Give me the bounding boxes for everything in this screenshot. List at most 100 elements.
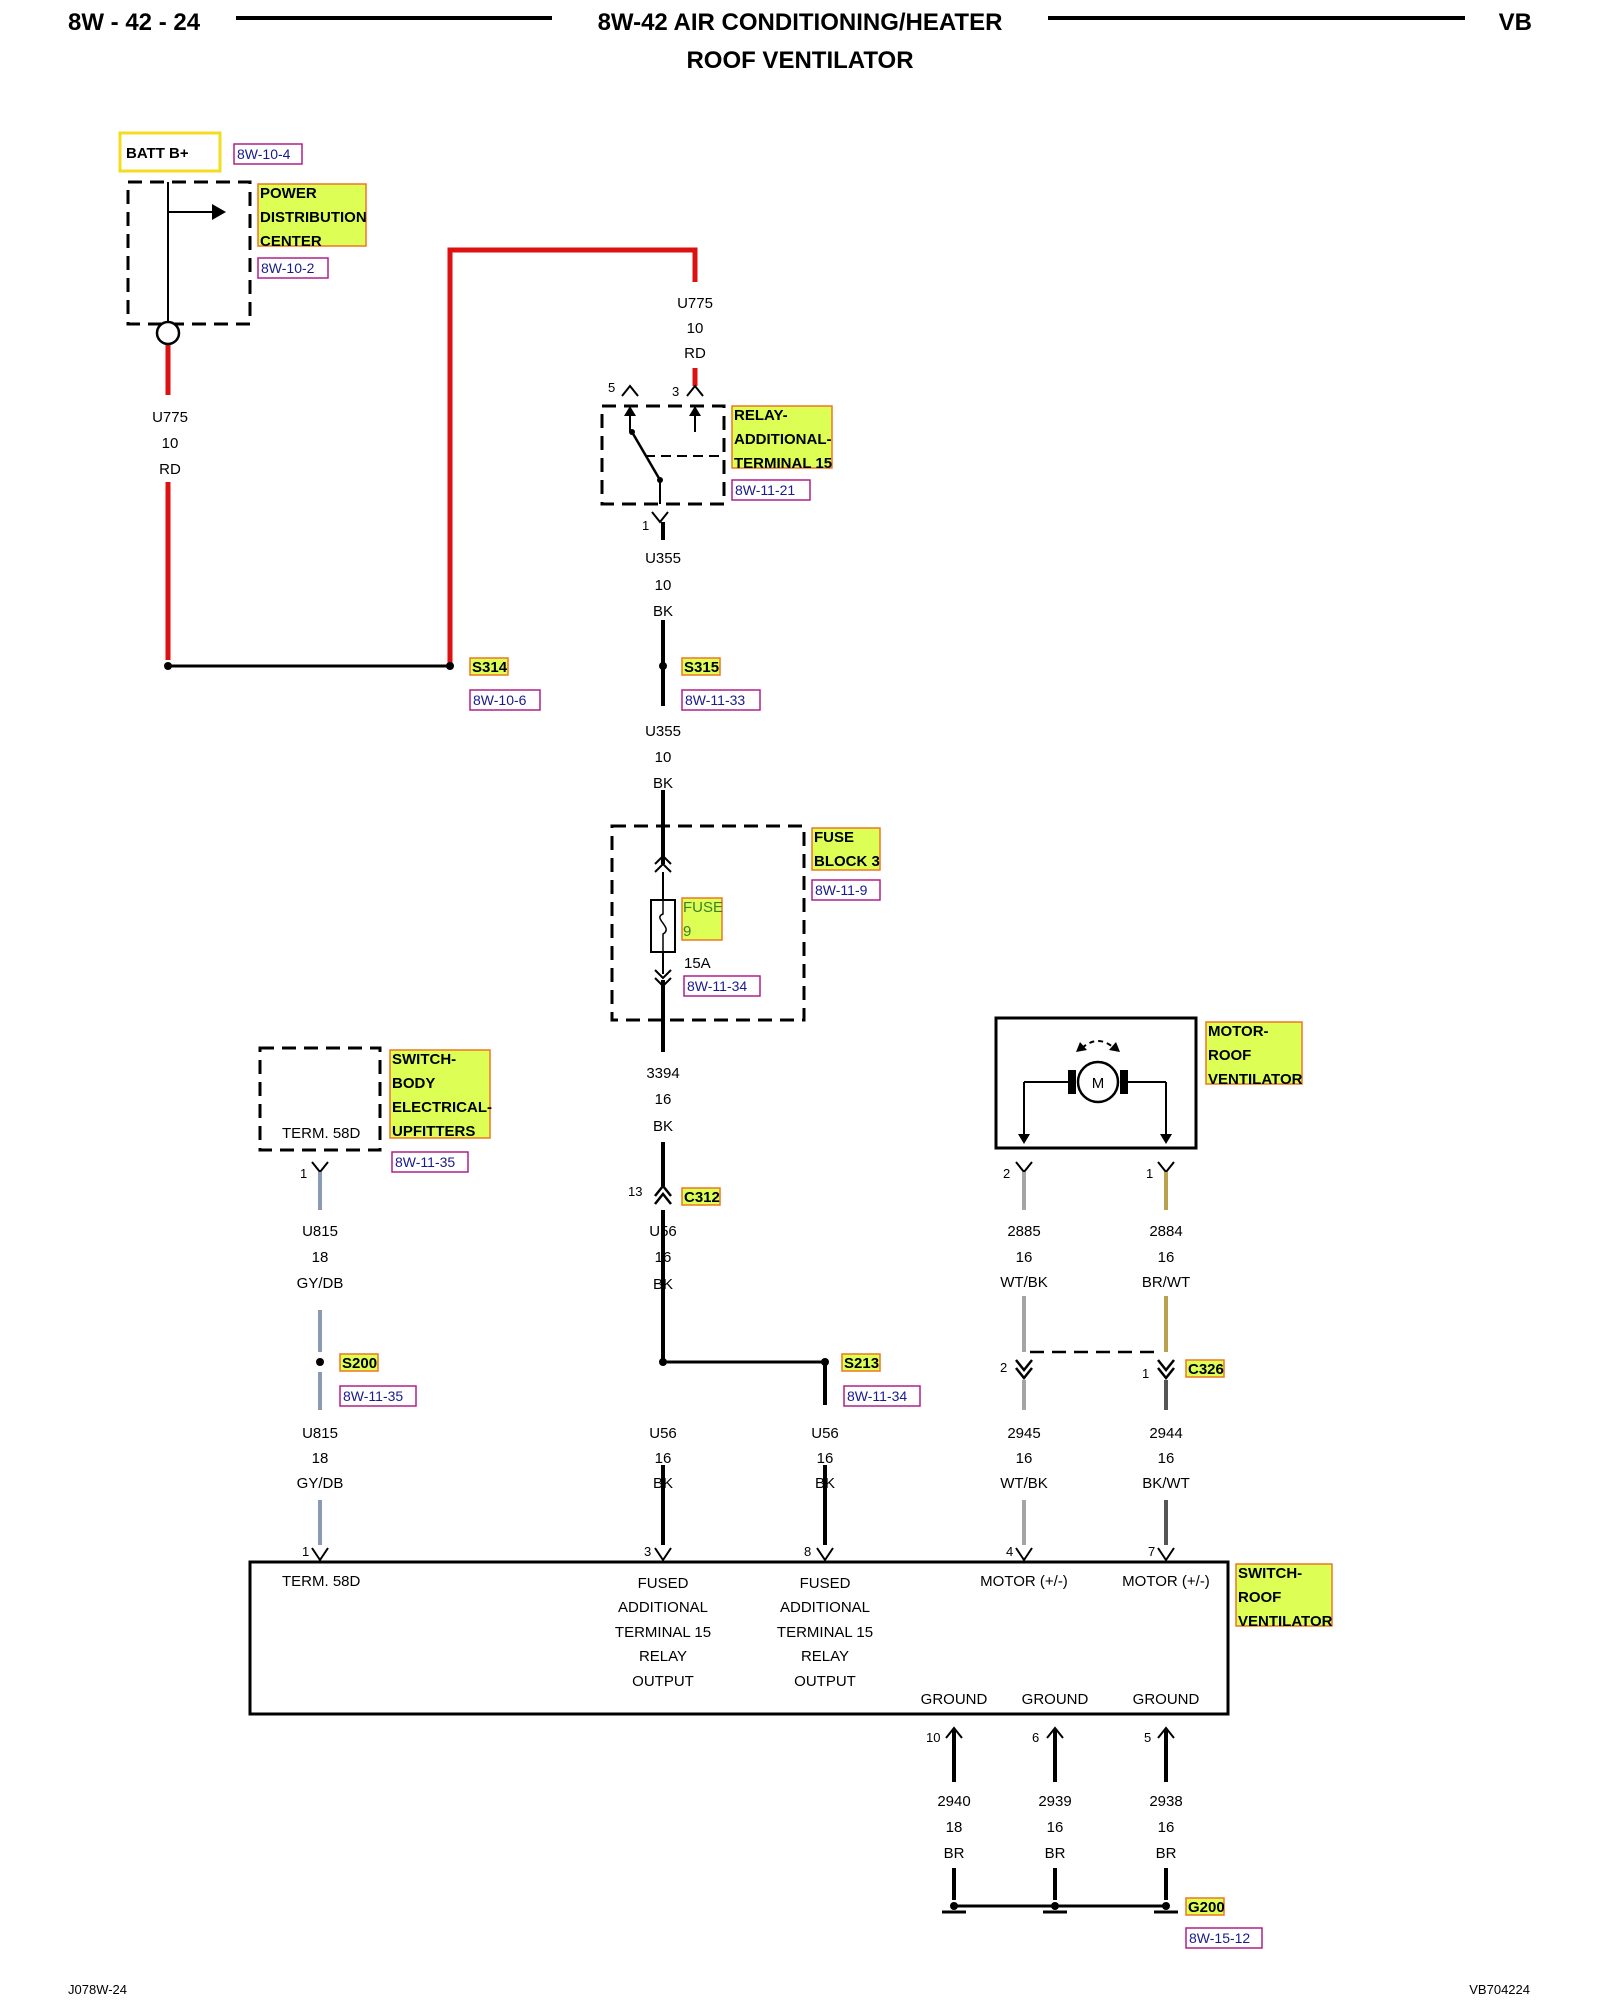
g200-ref-box[interactable]: [1185, 1927, 1263, 1949]
motor-rotation-arrow-left-icon: [1076, 1042, 1087, 1052]
c326-pin2: 2: [1000, 1360, 1007, 1375]
fuse-block-ref-box[interactable]: [811, 879, 881, 901]
roof-switch-fused-output-a: FUSED ADDITIONAL TERMINAL 15 RELAY OUTPU…: [615, 1575, 711, 1690]
batt-ref[interactable]: 8W-10-4: [237, 146, 291, 162]
roof-switch-pin7-icon: [1157, 1547, 1175, 1562]
wire-2944-gauge: 16: [1158, 1450, 1175, 1467]
s213-ref-box[interactable]: [843, 1385, 921, 1407]
wire-2944-circuit: 2944: [1149, 1425, 1182, 1442]
wire-label-fuse-out: 3394 16 BK: [646, 1065, 679, 1135]
batt-label: BATT B+: [126, 145, 189, 162]
splice-s315: S315 8W-11-33: [659, 657, 761, 711]
upfitter-label-box: [389, 1049, 491, 1139]
c326-pin1: 1: [1142, 1366, 1149, 1381]
batt-b-plus: BATT B+ 8W-10-4: [118, 131, 303, 173]
relay-pin5-arrow-icon: [624, 406, 636, 416]
upfitter-term-label: TERM. 58D: [282, 1125, 361, 1142]
s314-node-left: [164, 662, 172, 670]
pdc-label-2: DISTRIBUTION: [260, 209, 367, 226]
roof-switch-pin7: 7: [1148, 1544, 1155, 1559]
pdc-terminal-icon: [155, 320, 181, 346]
s200-ref-box[interactable]: [339, 1385, 417, 1407]
roof-switch-motor-a: MOTOR (+/-): [980, 1573, 1068, 1590]
wire-label-2885: 2885 16 WT/BK: [1000, 1223, 1048, 1291]
s314-ref[interactable]: 8W-10-6: [473, 692, 527, 708]
batt-box: [118, 131, 222, 173]
fused-a-line-1: FUSED: [638, 1575, 689, 1592]
relay-label-3: TERMINAL 15: [734, 455, 832, 472]
upfitter-label-2: BODY: [392, 1075, 435, 1092]
s314-node-right: [446, 662, 454, 670]
g200-ref[interactable]: 8W-15-12: [1189, 1930, 1250, 1946]
wire-s314-relay: [447, 247, 698, 663]
wire-fuse-out-color: BK: [653, 1118, 673, 1135]
s315-ref[interactable]: 8W-11-33: [685, 692, 745, 708]
s200-ref[interactable]: 8W-11-35: [343, 1388, 403, 1404]
wire-2939-color: BR: [1045, 1845, 1066, 1862]
c312-connector-icon-2: [654, 1191, 672, 1205]
splice-s200: S200 8W-11-35: [316, 1353, 417, 1407]
roof-switch-pin10: 10: [926, 1730, 940, 1745]
switch-roof-ventilator: 1 3 8 4 7 TERM. 58D FUSED ADDITIONAL TER…: [248, 1544, 1333, 1745]
roof-switch-label-1: SWITCH-: [1238, 1565, 1302, 1582]
fuse-ref[interactable]: 8W-11-34: [687, 978, 747, 994]
relay-pin3: 3: [672, 384, 679, 399]
fuse-block-ref[interactable]: 8W-11-9: [815, 882, 868, 898]
fused-a-line-4: RELAY: [639, 1648, 687, 1665]
wire-2945-circuit: 2945: [1007, 1425, 1040, 1442]
wire-label-pdc: U775 10 RD: [152, 409, 188, 478]
s315-label-box: [681, 657, 721, 676]
motor-icon: [1076, 1060, 1120, 1104]
relay-ref-box[interactable]: [731, 479, 811, 501]
c312-label: C312: [684, 1189, 720, 1206]
wire-pdc-gauge: 10: [162, 435, 179, 452]
wire-u815-b-color: GY/DB: [297, 1475, 344, 1492]
relay-contact-node: [657, 477, 663, 483]
pdc-arrow-icon: [212, 204, 226, 220]
motor-pin1-arrow-icon: [1160, 1134, 1172, 1144]
motor-symbol: M: [1092, 1075, 1105, 1092]
upfitter-pin: 1: [300, 1166, 307, 1181]
pdc-label-1: POWER: [260, 185, 317, 202]
s315-ref-box[interactable]: [681, 689, 761, 711]
wire-2940-circuit: 2940: [937, 1793, 970, 1810]
g200-node-2: [1051, 1902, 1059, 1910]
wire-label-2945: 2945 16 WT/BK: [1000, 1425, 1048, 1492]
vehicle-code: VB: [1499, 9, 1532, 36]
fuse-ref-box[interactable]: [683, 975, 761, 997]
pdc-ref[interactable]: 8W-10-2: [261, 260, 315, 276]
motor-brush-right: [1120, 1070, 1128, 1094]
roof-switch-box: [248, 1560, 1230, 1716]
upfitter-ref-box[interactable]: [391, 1151, 469, 1173]
motor-label-1: MOTOR-: [1208, 1023, 1269, 1040]
motor-box: [994, 1016, 1198, 1150]
roof-switch-label-2: ROOF: [1238, 1589, 1281, 1606]
fused-b-line-2: ADDITIONAL: [780, 1599, 870, 1616]
wire-u815-a-circuit: U815: [302, 1223, 338, 1240]
pdc-label-box: [257, 183, 367, 247]
s213-ref[interactable]: 8W-11-34: [847, 1388, 907, 1404]
roof-switch-pin3: 3: [644, 1544, 651, 1559]
wire-relay-out-gauge: 10: [655, 577, 672, 594]
relay-pin3-icon: [686, 384, 704, 397]
pdc-ref-box[interactable]: [257, 257, 329, 279]
roof-switch-pin5: 5: [1144, 1730, 1151, 1745]
roof-switch-pin10-icon: [945, 1726, 963, 1739]
relay-ref[interactable]: 8W-11-21: [735, 482, 795, 498]
wire-fuse-out-circuit: 3394: [646, 1065, 679, 1082]
upfitter-label-1: SWITCH-: [392, 1051, 456, 1068]
wire-u56-b-circuit: U56: [811, 1425, 839, 1442]
batt-ref-box[interactable]: [233, 143, 303, 165]
s314-ref-box[interactable]: [469, 689, 541, 711]
relay-pin5: 5: [608, 380, 615, 395]
wire-u56-b-gauge: 16: [817, 1450, 834, 1467]
wire-fuse-out-gauge: 16: [655, 1091, 672, 1108]
s200-node: [316, 1358, 324, 1366]
wire-label-2884: 2884 16 BR/WT: [1142, 1223, 1190, 1291]
c312-pin: 13: [628, 1184, 642, 1199]
wire-label-c312-out: U56 16 BK: [649, 1223, 677, 1293]
upfitter-ref[interactable]: 8W-11-35: [395, 1154, 455, 1170]
wire-2884-color: BR/WT: [1142, 1274, 1190, 1291]
fuse-block-3: FUSE 9 15A 8W-11-34 FUSE BLOCK 3 8W-11-9: [610, 824, 881, 1022]
fuse-in-connector-icon-2: [654, 862, 672, 873]
